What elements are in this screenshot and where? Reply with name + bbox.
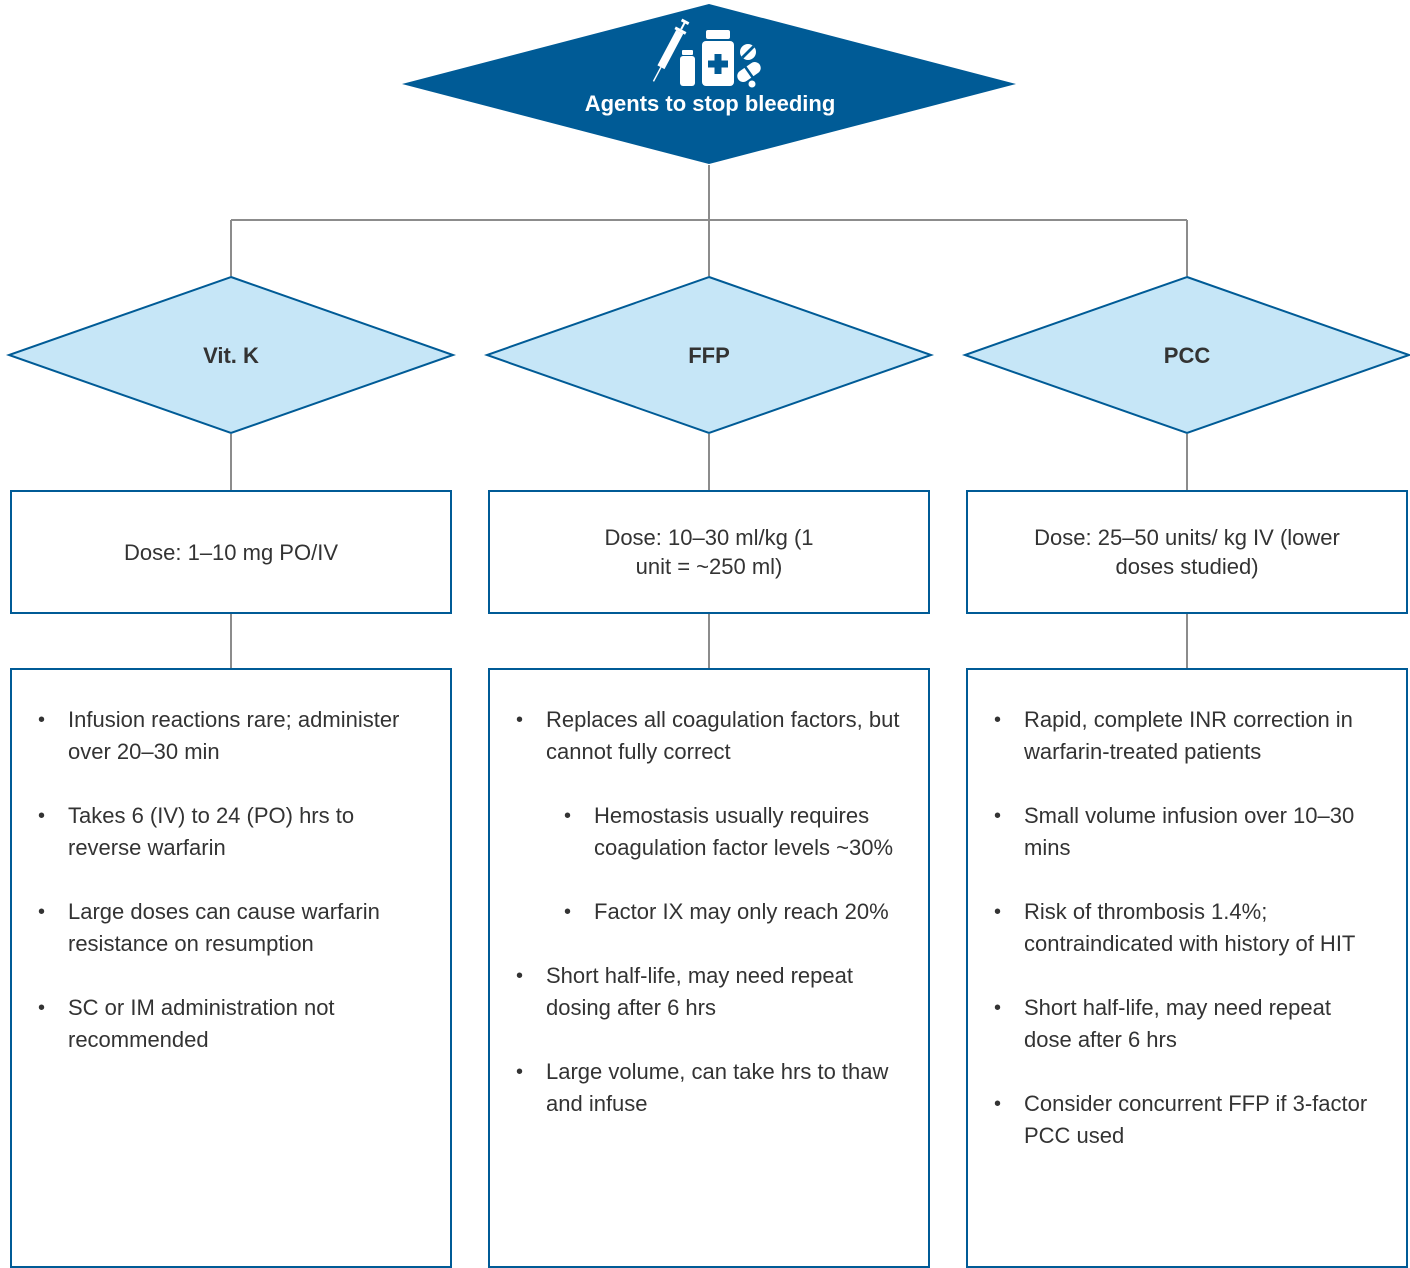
list-item: Infusion reactions rare; administer over…: [38, 704, 424, 768]
vitk-label: Vit. K: [203, 343, 259, 368]
list-item: Large doses can cause warfarin resistanc…: [38, 896, 424, 960]
vitk-dose: Dose: 1–10 mg PO/IV: [124, 539, 338, 565]
list-item: Short half-life, may need repeat dosing …: [516, 960, 902, 1024]
list-item: Takes 6 (IV) to 24 (PO) hrs to reverse w…: [38, 800, 424, 864]
list-item: Small volume infusion over 10–30 mins: [994, 800, 1380, 864]
list-item: SC or IM administration not recommended: [38, 992, 424, 1056]
list-item: Consider concurrent FFP if 3-factor PCC …: [994, 1088, 1380, 1152]
pcc-notes-box: Rapid, complete INR correction in warfar…: [966, 668, 1408, 1268]
ffp-notes-box: Replaces all coagulation factors, but ca…: [488, 668, 930, 1268]
list-item: Replaces all coagulation factors, but ca…: [516, 704, 902, 768]
vitk-diamond: [5, 275, 457, 435]
sub-list-item: Factor IX may only reach 20%: [564, 896, 902, 928]
ffp-dose: Dose: 10–30 ml/kg (1 unit = ~250 ml): [604, 525, 814, 579]
list-item: Rapid, complete INR correction in warfar…: [994, 704, 1380, 768]
pcc-dose: Dose: 25–50 units/ kg IV (lower doses st…: [1034, 525, 1340, 579]
ffp-dose-box: Dose: 10–30 ml/kg (1 unit = ~250 ml): [488, 490, 930, 614]
connector-lines: [230, 165, 1188, 668]
sub-list-item: Hemostasis usually requires coagulation …: [564, 800, 902, 864]
vitk-notes-box: Infusion reactions rare; administer over…: [10, 668, 452, 1268]
pcc-notes-list: Rapid, complete INR correction in warfar…: [994, 704, 1380, 1152]
medicine-syringe-pills-icon: [652, 18, 761, 88]
ffp-label: FFP: [688, 343, 730, 368]
title: Agents to stop bleeding: [584, 91, 836, 116]
vitk-notes-list: Infusion reactions rare; administer over…: [38, 704, 424, 1056]
pcc-label: PCC: [1163, 343, 1211, 368]
vitk-dose-box: Dose: 1–10 mg PO/IV: [10, 490, 452, 614]
ffp-notes-list: Replaces all coagulation factors, but ca…: [516, 704, 902, 1120]
list-item: Large volume, can take hrs to thaw and i…: [516, 1056, 902, 1120]
list-item: Risk of thrombosis 1.4%; contraindicated…: [994, 896, 1380, 960]
pcc-dose-box: Dose: 25–50 units/ kg IV (lower doses st…: [966, 490, 1408, 614]
list-item: Short half-life, may need repeat dose af…: [994, 992, 1380, 1056]
pcc-diamond: [961, 275, 1410, 435]
ffp-diamond: [483, 275, 935, 435]
